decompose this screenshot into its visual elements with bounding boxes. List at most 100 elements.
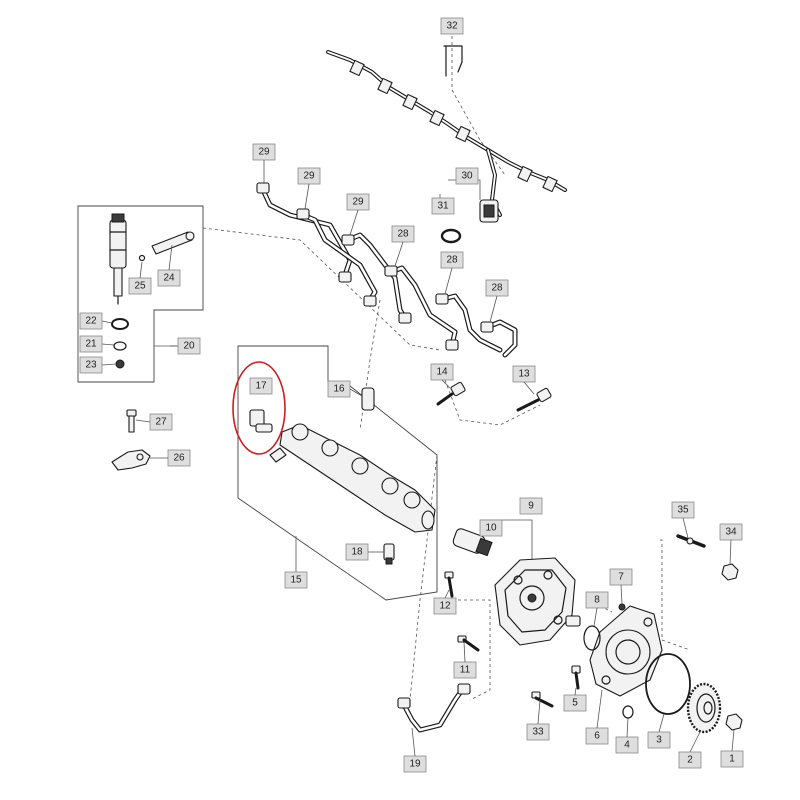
svg-text:33: 33 [532,727,544,738]
svg-text:7: 7 [618,572,624,583]
injector-clamp-26 [111,449,151,471]
svg-text:34: 34 [725,527,737,538]
svg-text:31: 31 [437,201,449,212]
callout-1[interactable]: 1 [720,750,744,768]
callout-7[interactable]: 7 [609,568,633,586]
callout-12[interactable]: 12 [433,597,457,615]
svg-text:2: 2 [687,755,693,766]
callout-24[interactable]: 24 [157,269,181,287]
callout-8[interactable]: 8 [585,591,609,609]
callout-27[interactable]: 27 [149,413,173,431]
bolt-12 [444,571,454,598]
supply-pipe-19 [397,683,471,733]
svg-text:6: 6 [594,731,600,742]
nut-7 [618,603,626,611]
callout-10[interactable]: 10 [479,519,503,537]
svg-text:29: 29 [258,147,270,158]
callout-23[interactable]: 23 [79,356,103,374]
leak-off-connector-24 [151,231,195,255]
callout-leaders [101,160,735,757]
o-ring-21 [113,341,127,351]
callout-26[interactable]: 26 [167,449,191,467]
callout-28c[interactable]: 28 [485,279,509,297]
svg-text:25: 25 [134,281,146,292]
svg-text:1: 1 [729,754,735,765]
bolt-14 [436,381,466,406]
washer-22 [111,318,129,330]
callout-2[interactable]: 2 [678,751,702,769]
callout-28b[interactable]: 28 [440,251,464,269]
callout-14[interactable]: 14 [430,363,454,381]
svg-text:3: 3 [656,735,662,746]
svg-text:28: 28 [491,283,503,294]
callout-15[interactable]: 15 [284,571,308,589]
drive-gear-2 [686,682,722,734]
callout-13[interactable]: 13 [512,365,536,383]
svg-text:29: 29 [303,171,315,182]
callout-29b[interactable]: 29 [297,167,321,185]
svg-text:30: 30 [461,171,473,182]
rail-pressure-sensor-18 [383,543,395,565]
nut-34 [721,563,739,581]
callout-11[interactable]: 11 [453,661,477,679]
svg-text:18: 18 [351,547,363,558]
fuel-rail [269,423,436,533]
highlight-circle-17 [232,361,286,455]
bolt-5 [571,665,581,690]
o-ring-3 [645,653,691,715]
svg-text:10: 10 [485,523,497,534]
callout-30[interactable]: 30 [455,167,479,185]
callout-5[interactable]: 5 [563,694,587,712]
callout-4[interactable]: 4 [615,736,639,754]
bolt-33 [531,691,554,708]
o-ring-31 [440,228,462,244]
callout-20[interactable]: 20 [177,337,201,355]
pump-flange-6 [589,605,663,697]
svg-text:17: 17 [255,381,267,392]
callout-9[interactable]: 9 [519,497,543,515]
svg-text:20: 20 [183,341,195,352]
svg-text:12: 12 [439,601,451,612]
o-ring-8 [583,625,601,651]
callout-35[interactable]: 35 [671,501,695,519]
pressure-relief-valve-17 [249,409,273,433]
svg-text:28: 28 [446,255,458,266]
svg-text:26: 26 [173,453,185,464]
callout-18[interactable]: 18 [345,543,369,561]
svg-text:4: 4 [624,740,630,751]
svg-text:22: 22 [85,316,97,327]
svg-text:16: 16 [333,384,345,395]
callout-29a[interactable]: 29 [252,143,276,161]
wiring-harness [326,45,567,223]
callout-25[interactable]: 25 [128,277,152,295]
svg-text:11: 11 [460,665,471,676]
callout-34[interactable]: 34 [719,523,743,541]
svg-text:24: 24 [163,273,175,284]
callout-3[interactable]: 3 [647,731,671,749]
svg-text:13: 13 [518,369,530,380]
callout-16[interactable]: 16 [327,380,351,398]
callout-28a[interactable]: 28 [391,225,415,243]
high-pressure-pump-9 [494,557,581,646]
fuel-injector [109,213,127,305]
svg-text:8: 8 [594,595,600,606]
callout-17[interactable]: 17 [249,377,273,395]
svg-text:9: 9 [528,501,534,512]
nut-1 [725,713,743,731]
callout-6[interactable]: 6 [585,727,609,745]
callout-31[interactable]: 31 [431,197,455,215]
callout-22[interactable]: 22 [79,312,103,330]
svg-text:35: 35 [677,505,689,516]
callout-33[interactable]: 33 [526,723,550,741]
callout-29c[interactable]: 29 [346,193,370,211]
callout-32[interactable]: 32 [440,17,464,35]
svg-text:21: 21 [85,339,97,350]
bolt-11 [457,635,480,652]
callout-19[interactable]: 19 [403,755,427,773]
svg-text:27: 27 [155,417,167,428]
callout-21[interactable]: 21 [79,335,103,353]
pump-control-valve-10 [452,528,493,557]
leader-lines [170,36,691,701]
injector-pipes [256,182,518,358]
svg-text:29: 29 [352,197,364,208]
